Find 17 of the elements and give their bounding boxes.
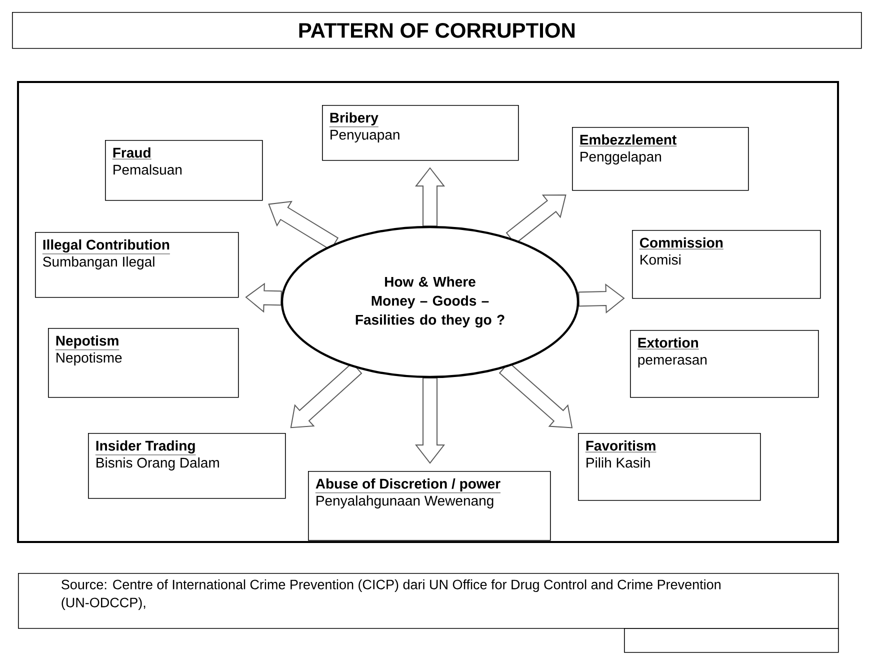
category-box: Extortion pemerasan: [630, 330, 819, 398]
title-banner: PATTERN OF CORRUPTION: [12, 12, 862, 49]
category-box: Abuse of Discretion / power Penyalahgunaan Wewenang: [308, 471, 551, 541]
block-arrow: [414, 378, 446, 464]
category-box: Embezzlement Penggelapan: [572, 127, 749, 191]
category-box: Illegal Contribution Sumbangan Ilegal: [35, 232, 239, 298]
category-box: Insider Trading Bisnis Orang Dalam: [88, 433, 286, 499]
category-box: Nepotism Nepotisme: [48, 328, 239, 398]
category-box: Fraud Pemalsuan: [105, 140, 263, 201]
category-box: Bribery Penyuapan: [322, 105, 519, 161]
category-box: Commission Komisi: [632, 230, 821, 299]
block-arrow: [578, 283, 625, 314]
category-box: Favoritism Pilih Kasih: [578, 433, 761, 501]
source-note: Source: Centre of International Crime Prevention (CICP) dari UN Office for Drug Control and Crime Prevention (UN-ODCCP),: [18, 573, 839, 629]
block-arrow: [414, 167, 446, 226]
empty-box: [624, 628, 839, 653]
block-arrow: [245, 282, 282, 313]
